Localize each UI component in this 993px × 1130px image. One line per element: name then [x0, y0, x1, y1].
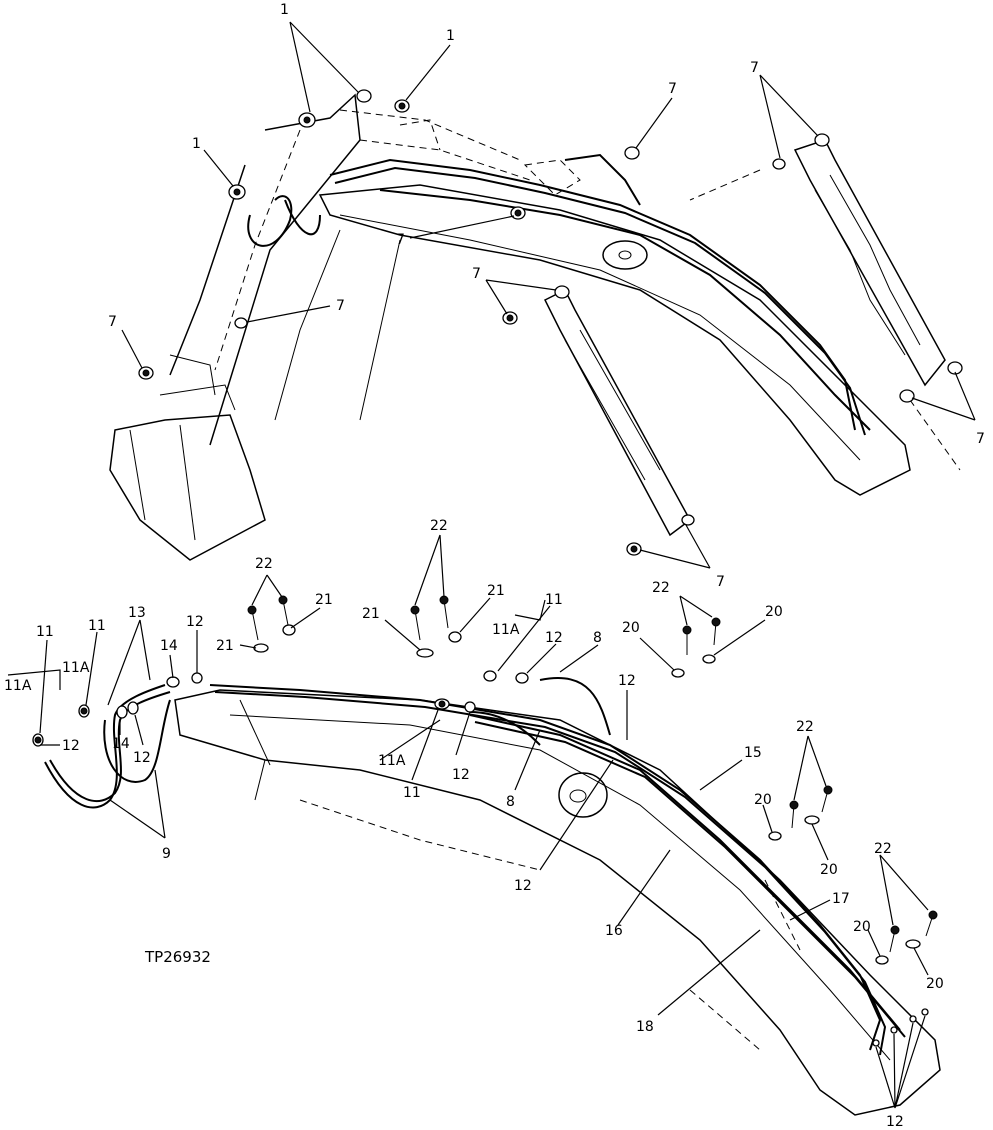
callout-16: 16 — [605, 923, 623, 939]
callout-8a: 8 — [593, 630, 602, 646]
callout-11A-c: 11A — [492, 622, 520, 638]
callout-11A-d: 11A — [378, 753, 406, 769]
callout-22a: 22 — [255, 556, 273, 572]
callout-1a: 1 — [280, 2, 289, 18]
callout-22c: 22 — [652, 580, 670, 596]
callout-11d: 11 — [403, 785, 421, 801]
callout-7a: 7 — [668, 81, 677, 97]
callout-20a: 20 — [622, 620, 640, 636]
callout-15: 15 — [744, 745, 762, 761]
lower-boom-line-assembly: 22 22 22 22 22 21 21 21 21 20 20 20 20 2… — [4, 518, 944, 1130]
callout-20d: 20 — [820, 862, 838, 878]
callout-1b: 1 — [446, 28, 455, 44]
callout-17: 17 — [832, 891, 850, 907]
callout-7f: 7 — [108, 314, 117, 330]
callout-14b: 14 — [112, 736, 130, 752]
callout-7c: 7 — [396, 232, 405, 248]
figure-id: TP26932 — [144, 948, 211, 966]
callout-7e: 7 — [336, 298, 345, 314]
callout-20f: 20 — [926, 976, 944, 992]
callout-11A-a: 11A — [4, 678, 32, 694]
callout-21c: 21 — [362, 606, 380, 622]
callout-12d: 12 — [545, 630, 563, 646]
callout-11c: 11 — [545, 592, 563, 608]
callout-12e: 12 — [452, 767, 470, 783]
callout-8b: 8 — [506, 794, 515, 810]
callout-12h: 12 — [886, 1114, 904, 1130]
callout-12f: 12 — [618, 673, 636, 689]
callout-21a: 21 — [315, 592, 333, 608]
callout-22e: 22 — [874, 841, 892, 857]
callout-1c: 1 — [192, 136, 201, 152]
callout-11a: 11 — [36, 624, 54, 640]
callout-20e: 20 — [853, 919, 871, 935]
callout-9: 9 — [162, 846, 171, 862]
callout-12g: 12 — [514, 878, 532, 894]
upper-boom-assembly: 1 1 1 7 7 7 7 7 7 7 7 — [108, 2, 985, 590]
callout-21b: 21 — [216, 638, 234, 654]
callout-11b: 11 — [88, 618, 106, 634]
callout-20b: 20 — [765, 604, 783, 620]
callout-20c: 20 — [754, 792, 772, 808]
callout-7g: 7 — [976, 431, 985, 447]
callout-22d: 22 — [796, 719, 814, 735]
callout-7h: 7 — [716, 574, 725, 590]
callout-12b: 12 — [186, 614, 204, 630]
callout-11A-b: 11A — [62, 660, 90, 676]
callout-12c: 12 — [133, 750, 151, 766]
callout-7d: 7 — [472, 266, 481, 282]
callout-21d: 21 — [487, 583, 505, 599]
callout-13: 13 — [128, 605, 146, 621]
callout-14a: 14 — [160, 638, 178, 654]
callout-12a: 12 — [62, 738, 80, 754]
callout-22b: 22 — [430, 518, 448, 534]
callout-7b: 7 — [750, 60, 759, 76]
callout-18: 18 — [636, 1019, 654, 1035]
